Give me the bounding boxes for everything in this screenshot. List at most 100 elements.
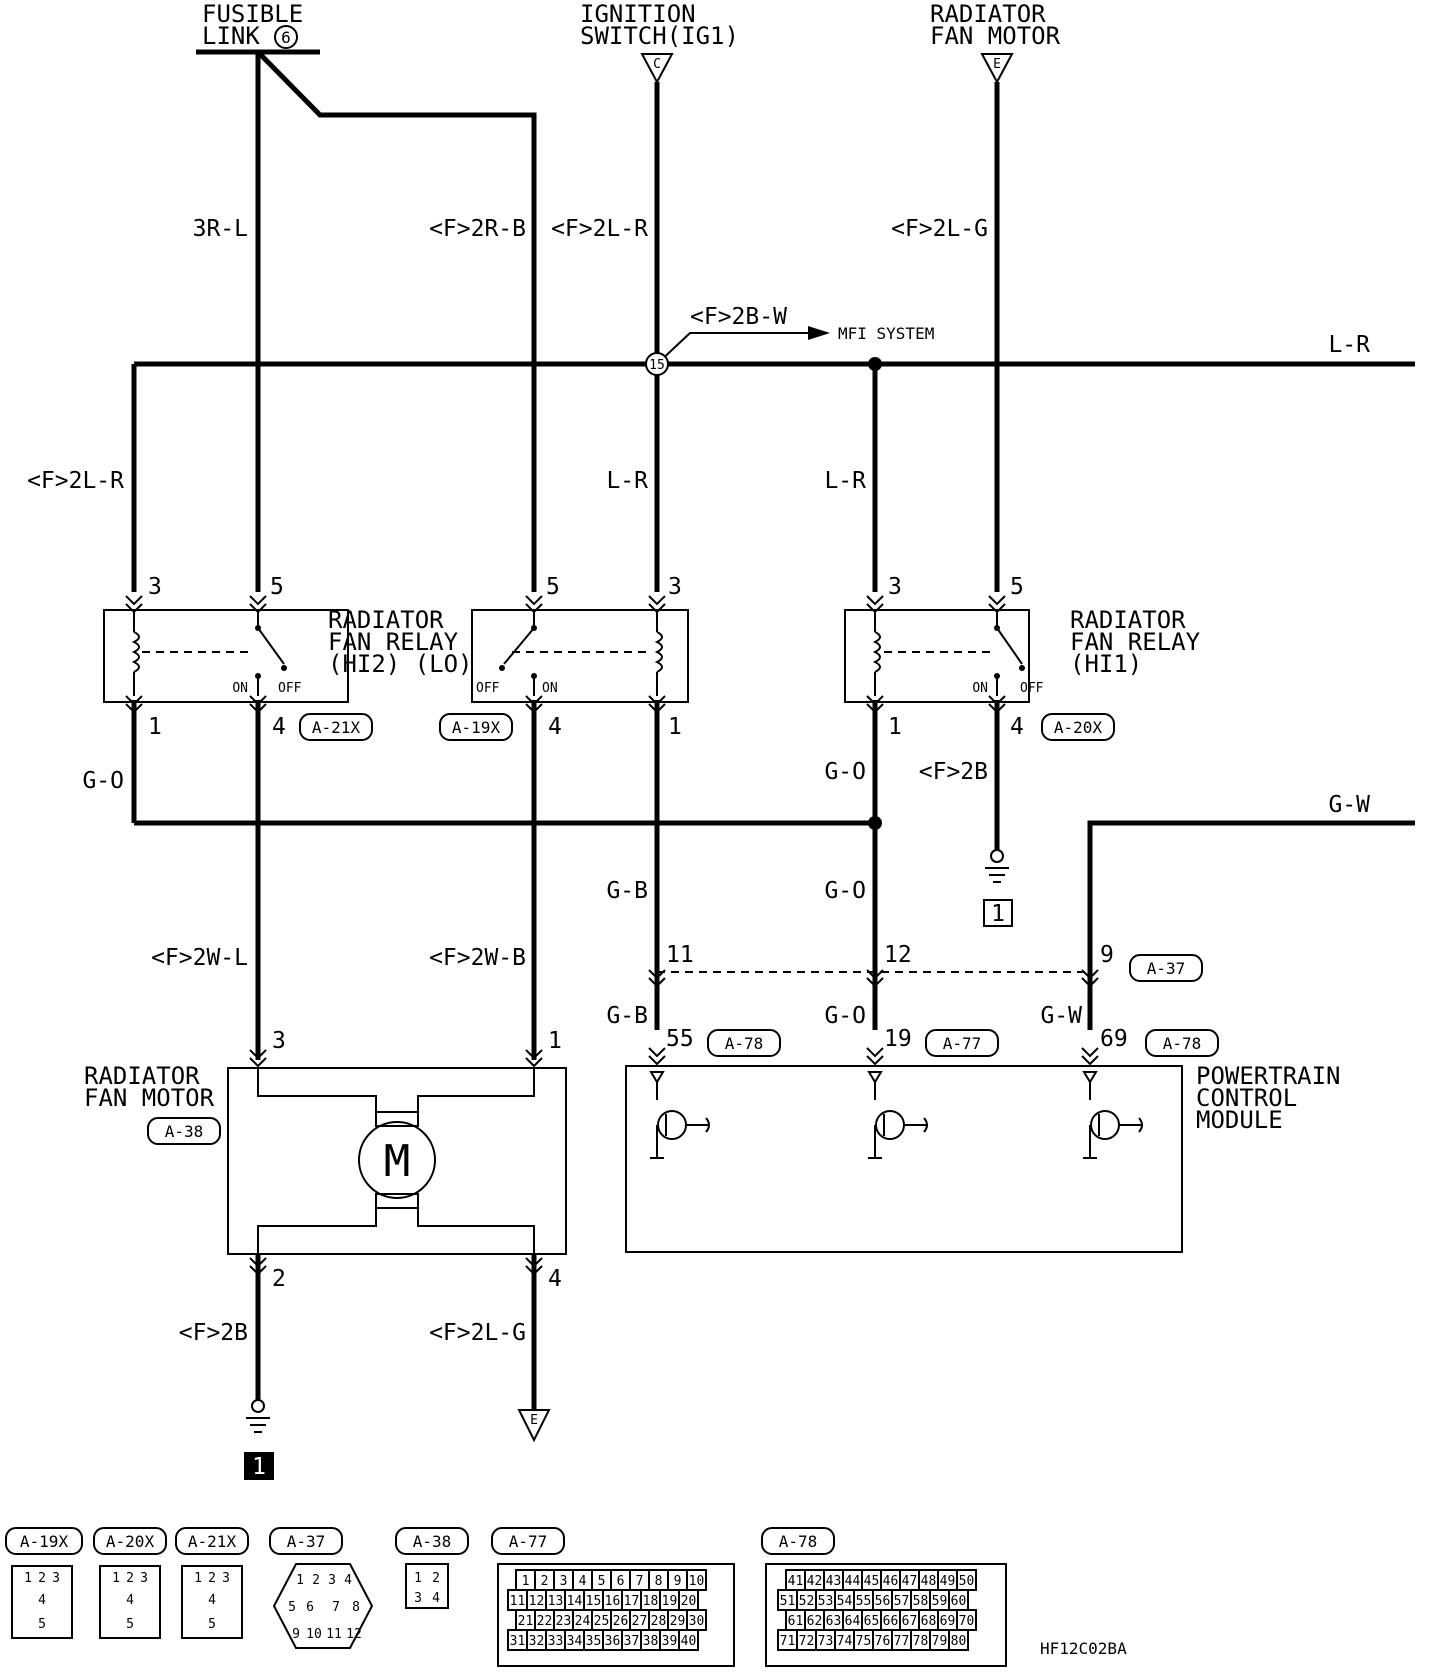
wire-fusible-branch: [256, 50, 537, 592]
fan-motor-source-line1: RADIATOR: [930, 0, 1046, 28]
legend-a21x: A-21X 1 2 3 4 5: [175, 1527, 249, 1639]
legend-a78-pin: 46: [883, 1574, 899, 1589]
legend-a20x: A-20X 1 2 3 4 5: [93, 1527, 167, 1639]
pcm-pin-55-conn-badge: [707, 1029, 781, 1057]
relay-hi1-coil: [872, 631, 881, 673]
junction-dot-go: [868, 816, 882, 830]
legend-a38-pin: 4: [432, 1591, 440, 1606]
relay-lo-pin1: 1: [668, 714, 682, 740]
legend-a38-label: A-38: [413, 1532, 452, 1551]
label-gb-2: G-B: [606, 1003, 648, 1029]
relay-hi2-pivot: [255, 625, 261, 631]
legend-a77-pin: 31: [510, 1634, 526, 1649]
pcm-transistor-3-body: [1090, 1110, 1120, 1140]
motor-title-1: RADIATOR: [84, 1062, 200, 1090]
legend-a78-pin: 44: [845, 1574, 861, 1589]
label-f2b-relay: <F>2B: [919, 759, 988, 785]
relay-hi2-pin1-chevron: [125, 695, 143, 714]
relay-hi1-pin1-chevron: [866, 695, 884, 714]
relay-hi1-pin4: 4: [1010, 714, 1024, 740]
legend-a78-pin: 73: [818, 1634, 834, 1649]
fusible-link-source: FUSIBLE LINK 6: [196, 0, 320, 55]
motor-lead-top-left: [257, 1068, 377, 1112]
legend-a77-pin: 35: [586, 1634, 602, 1649]
legend-a77-pin: 25: [594, 1614, 610, 1629]
legend-a77-pin: 23: [556, 1614, 572, 1629]
legend-a78-pin: 52: [799, 1594, 815, 1609]
motor-symbol-circle: [358, 1121, 436, 1199]
pcm-pin-19-conn-badge: [925, 1029, 999, 1057]
ground-motor-eyelet: [251, 1399, 265, 1413]
pcm-transistor-1-body: [657, 1110, 687, 1140]
legend-a37-pin: 1: [296, 1573, 304, 1588]
legend-a78-pin-cell: [948, 1629, 969, 1651]
fan-motor-source: RADIATOR FAN MOTOR E: [930, 0, 1061, 85]
legend-a78-pin: 74: [837, 1634, 853, 1649]
legend-a21x-pin: 2: [208, 1571, 216, 1586]
motor-pin1-chevron: [525, 1049, 543, 1068]
legend-a78-pin: 43: [826, 1574, 842, 1589]
motor-pin4-chevron: [525, 1257, 543, 1276]
relay-hi1-switch-arm: [996, 627, 1023, 665]
label-f2b-bottom: <F>2B: [179, 1320, 248, 1346]
legend-a19x: A-19X 1 2 3 4 5: [5, 1527, 83, 1639]
relay-hi1-connector: A-20X: [1054, 718, 1103, 737]
legend-a37-pin: 12: [346, 1627, 362, 1642]
relay-hi2-pin5: 5: [270, 574, 284, 600]
legend-a78-pin: 62: [807, 1614, 823, 1629]
legend-a77-pin: 21: [518, 1614, 534, 1629]
fusible-link-line1: FUSIBLE: [202, 0, 303, 28]
pcm-pin-55: 55: [666, 1026, 694, 1052]
legend-a20x-pin: 1: [112, 1571, 120, 1586]
relay-hi2-pin3: 3: [148, 574, 162, 600]
label-go-2: G-O: [824, 1003, 866, 1029]
legend-a77-pin: 27: [632, 1614, 648, 1629]
relay-hi1-pin3: 3: [888, 574, 902, 600]
legend-a20x-pin: 3: [140, 1571, 148, 1586]
legend-a77-pin: 7: [636, 1574, 644, 1589]
legend-a77-pin: 1: [522, 1574, 530, 1589]
pcm-pin-69: 69: [1100, 1026, 1128, 1052]
legend-a38-pin: 1: [414, 1571, 422, 1586]
legend-a78-pin: 45: [864, 1574, 880, 1589]
label-f2bw: <F>2B-W: [690, 304, 787, 330]
legend-a78-pin: 47: [902, 1574, 918, 1589]
relay-hi1-pin4-chevron: [988, 695, 1006, 714]
legend-a37-pin: 4: [344, 1573, 352, 1588]
legend-a37-pin: 11: [326, 1627, 342, 1642]
legend-a77-pin: 8: [655, 1574, 663, 1589]
legend-a37-pin: 8: [352, 1600, 360, 1615]
motor-title-2: FAN MOTOR: [84, 1084, 215, 1112]
pcm-transistor-1-base-curl: [705, 1117, 710, 1133]
pcm-transistor-3: [1082, 1071, 1143, 1159]
legend-a37-pin: 5: [288, 1600, 296, 1615]
legend-a77-pin: 38: [643, 1634, 659, 1649]
label-f2lr-top: <F>2L-R: [551, 216, 648, 242]
legend-a78-label: A-78: [779, 1532, 818, 1551]
diagram-code: HF12C02BA: [1040, 1639, 1127, 1658]
legend-a19x-label: A-19X: [20, 1532, 69, 1551]
connector-legend: A-19X 1 2 3 4 5 A-20X 1 2 3 4 5 A-21X 1 …: [5, 1527, 1127, 1667]
legend-a37-label: A-37: [287, 1532, 326, 1551]
legend-a78-pin: 63: [826, 1614, 842, 1629]
relay-hi2-title-1: RADIATOR: [328, 606, 444, 634]
motor-pin3: 3: [272, 1028, 286, 1054]
pcm-title-3: MODULE: [1196, 1106, 1283, 1134]
legend-a77-pin-cell: [678, 1629, 699, 1651]
legend-a77-pin: 10: [689, 1574, 705, 1589]
legend-a19x-badge: [5, 1527, 83, 1555]
legend-a38-badge: [395, 1527, 469, 1555]
legend-a77-pin: 3: [560, 1574, 568, 1589]
relay-lo-switch-arm: [503, 627, 535, 665]
pcm-title-1: POWERTRAIN: [1196, 1062, 1341, 1090]
legend-a78-pin: 53: [818, 1594, 834, 1609]
pcm-pin-55-conn: A-78: [725, 1034, 764, 1053]
legend-a37-pin: 2: [312, 1573, 320, 1588]
legend-a19x-pin: 4: [38, 1593, 46, 1608]
a37-connector-badge: [1129, 954, 1203, 982]
relay-hi1-title-1: RADIATOR: [1070, 606, 1186, 634]
label-go-1: G-O: [824, 878, 866, 904]
legend-a77-pin: 37: [624, 1634, 640, 1649]
